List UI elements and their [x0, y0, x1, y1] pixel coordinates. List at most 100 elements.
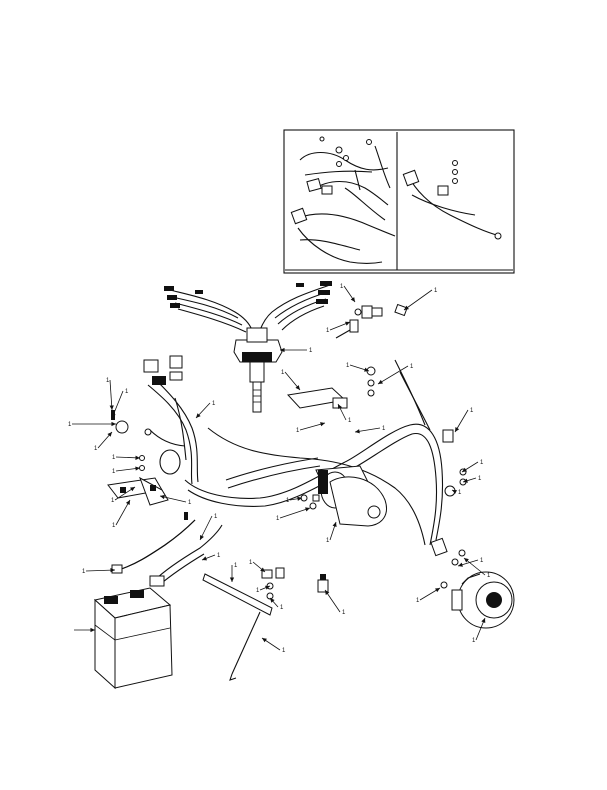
callout-label-32: 1: [249, 560, 253, 566]
inset-wiring-harness-right: [402, 160, 502, 240]
callout-label-27: 1: [276, 516, 280, 522]
callout-leader-2: [403, 289, 433, 311]
callout-label-36: 1: [480, 558, 484, 564]
callout-arrowhead-5: [378, 379, 383, 384]
callout-label-1: 1: [340, 284, 344, 290]
callout-label-8: 1: [348, 418, 352, 424]
callout-label-17: 1: [125, 389, 129, 395]
callout-arrowhead-37: [464, 558, 469, 563]
callout-label-7: 1: [281, 370, 285, 376]
callout-label-18: 1: [68, 422, 72, 428]
callout-label-29: 1: [82, 569, 86, 575]
callout-label-20: 1: [112, 455, 116, 461]
main-wiring-harness: [143, 355, 444, 546]
inset-wiring-harness-left: [290, 136, 396, 265]
callout-label-4: 1: [346, 363, 350, 369]
distributor: [233, 327, 283, 413]
callout-arrowhead-23: [125, 500, 130, 505]
callout-arrowhead-35: [325, 590, 330, 595]
callout-label-35: 1: [342, 610, 346, 616]
callout-arrowhead-15: [196, 413, 201, 418]
callout-label-22: 1: [111, 498, 115, 504]
callout-arrowhead-17: [111, 413, 116, 418]
callout-arrowhead-13: [463, 478, 468, 483]
callout-label-13: 1: [478, 476, 482, 482]
callout-arrowhead-31: [229, 577, 235, 582]
callout-label-33: 1: [256, 588, 260, 594]
callout-arrowhead-32: [260, 567, 265, 572]
callout-arrowhead-4: [364, 367, 369, 372]
callout-label-19: 1: [94, 446, 98, 452]
callout-arrowhead-3: [345, 321, 350, 326]
callout-label-10: 1: [382, 426, 386, 432]
callout-label-6: 1: [309, 348, 313, 354]
callout-arrowhead-2: [404, 305, 409, 310]
callout-label-28: 1: [326, 538, 330, 544]
callout-arrowhead-14: [452, 490, 457, 494]
callout-label-34: 1: [280, 605, 284, 611]
callout-arrowhead-10: [355, 429, 360, 434]
callout-arrowhead-19: [107, 432, 112, 437]
callout-label-3: 1: [326, 328, 330, 334]
battery: [93, 587, 173, 690]
callout-label-21: 1: [112, 469, 116, 475]
callout-arrowhead-39: [481, 618, 486, 623]
callout-arrowhead-40: [262, 638, 267, 643]
callout-label-15: 1: [212, 401, 216, 407]
battery-cable: [111, 512, 223, 587]
callout-leader-23: [115, 499, 131, 526]
callout-arrowhead-16: [109, 405, 114, 410]
callout-label-23: 1: [112, 523, 116, 529]
callout-label-38: 1: [416, 598, 420, 604]
callout-arrowhead-30: [202, 556, 207, 561]
callout-leader-5: [377, 365, 409, 385]
callout-arrowhead-11: [455, 427, 460, 432]
callout-label-25: 1: [214, 514, 218, 520]
callout-arrowhead-26: [297, 496, 302, 501]
callout-arrowhead-1: [350, 297, 355, 302]
callout-arrowhead-36: [458, 562, 463, 567]
battery-hold-down: [202, 567, 285, 681]
alternator: [430, 429, 515, 629]
callout-arrowhead-18: [111, 421, 116, 427]
callout-leader-16: [109, 379, 113, 411]
callout-arrowhead-25: [200, 535, 204, 540]
callout-label-40: 1: [282, 648, 286, 654]
callout-arrowhead-22: [130, 487, 135, 492]
callout-label-9: 1: [296, 428, 300, 434]
callout-label-30: 1: [217, 553, 221, 559]
callout-arrowhead-24: [160, 494, 165, 500]
callout-leader-29: [85, 569, 116, 572]
callout-arrowhead-28: [332, 522, 337, 527]
starter-motor: [225, 457, 387, 527]
callout-arrowhead-29: [110, 568, 115, 573]
callout-label-37: 1: [487, 573, 491, 579]
callout-leader-17: [111, 390, 124, 419]
callout-arrowhead-38: [435, 588, 440, 593]
callout-label-16: 1: [106, 378, 110, 384]
inset-panel: [283, 129, 515, 274]
callout-arrowhead-41: [90, 627, 95, 633]
callout-arrowhead-27: [305, 507, 310, 512]
callout-leader-27: [279, 507, 311, 519]
callout-arrowhead-12: [462, 467, 467, 472]
callout-label-26: 1: [286, 498, 290, 504]
callout-arrowhead-20: [135, 455, 140, 460]
callout-label-14: 1: [458, 490, 462, 496]
callout-label-5: 1: [410, 364, 414, 370]
callout-label-39: 1: [472, 638, 476, 644]
oil-pressure-sender: [335, 303, 408, 339]
callout-label-11: 1: [470, 408, 474, 414]
temperature-sender: [317, 574, 329, 593]
callout-arrowhead-33: [265, 585, 270, 590]
callout-arrowhead-6: [280, 347, 285, 353]
callout-label-12: 1: [480, 460, 484, 466]
callout-label-31: 1: [234, 563, 238, 569]
spark-plug-wire-set: [164, 281, 332, 333]
callout-label-2: 1: [434, 288, 438, 294]
coil-bracket: [286, 366, 376, 409]
callout-arrowhead-9: [320, 422, 325, 427]
callout-arrowhead-34: [270, 598, 275, 603]
